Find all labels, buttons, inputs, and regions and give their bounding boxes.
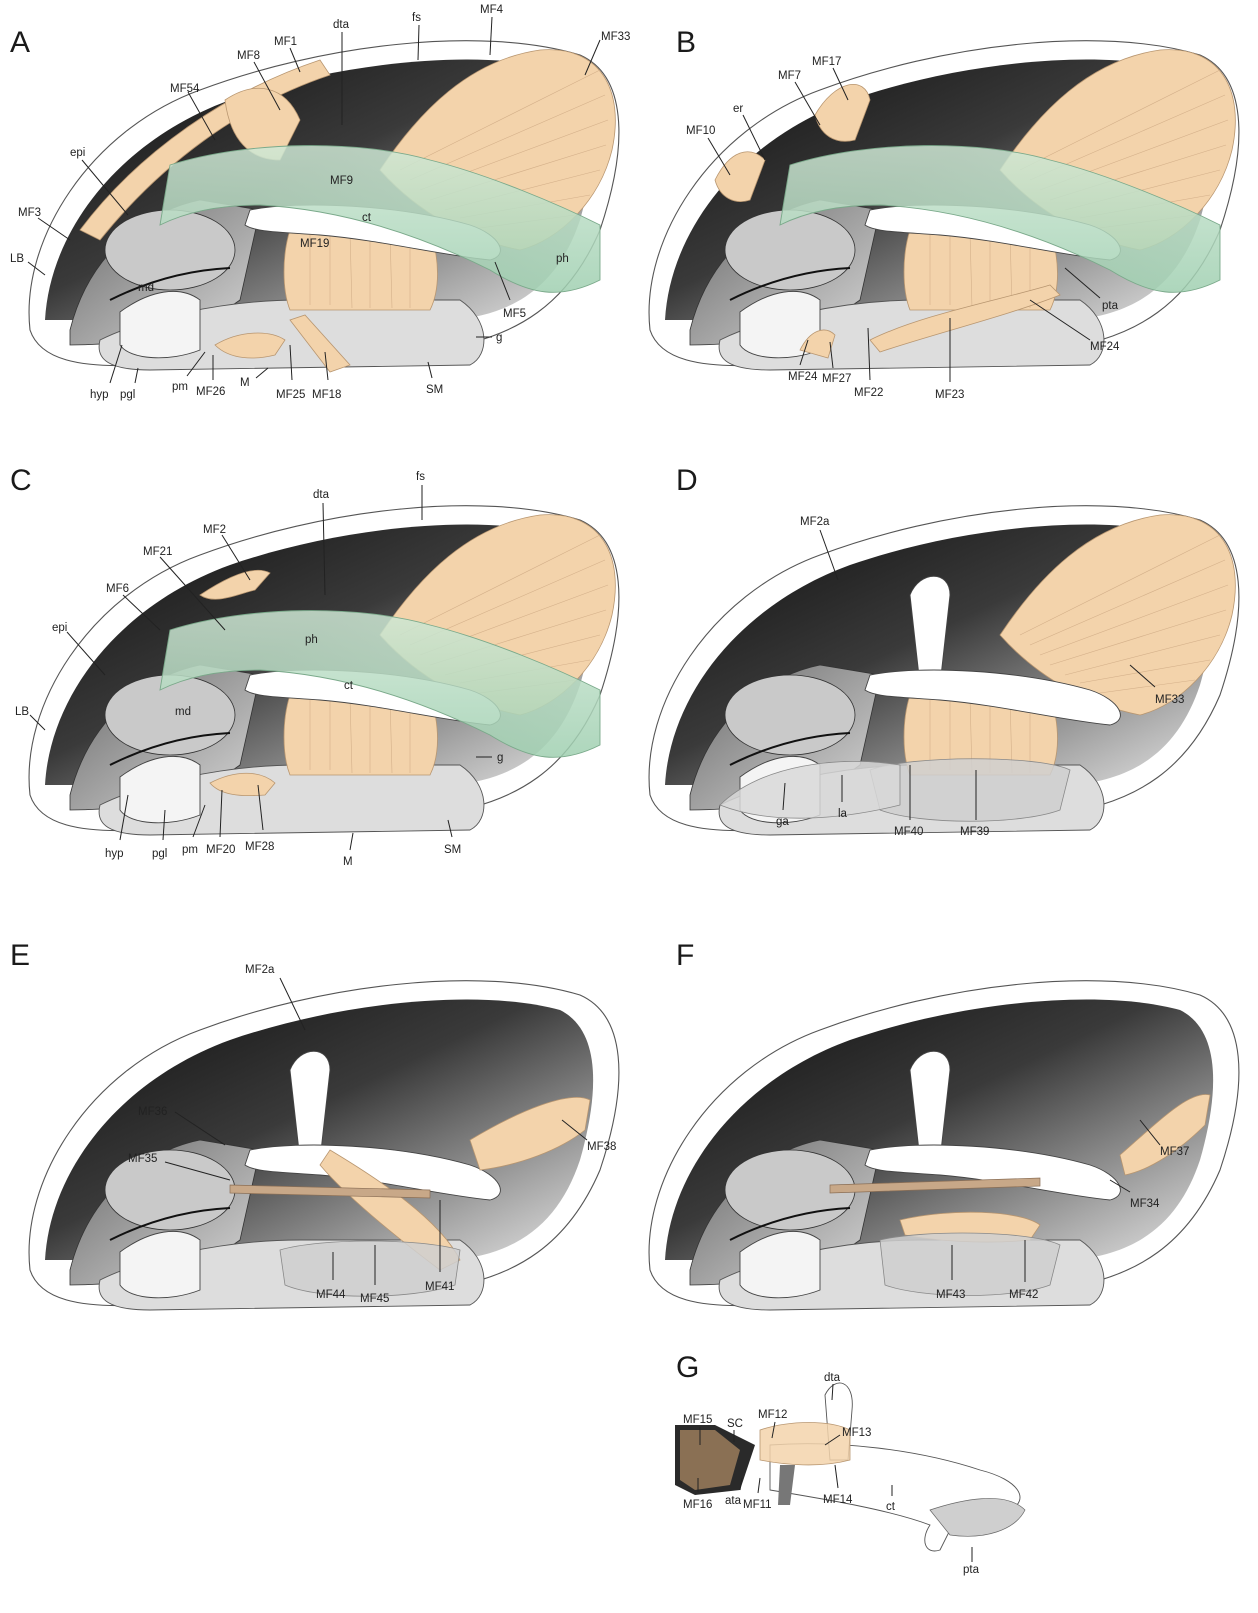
label-e-mf2a: MF2a xyxy=(245,964,275,976)
label-b-er: er xyxy=(733,103,743,115)
panel-letter-f: F xyxy=(676,939,694,972)
label-g-dta: dta xyxy=(824,1372,841,1384)
label-d-mf39: MF39 xyxy=(960,826,989,838)
label-b-mf27: MF27 xyxy=(822,373,851,385)
label-a-mf25: MF25 xyxy=(276,389,305,401)
label-d-mf33: MF33 xyxy=(1155,694,1184,706)
label-a-mf8: MF8 xyxy=(237,50,260,62)
label-c-dta: dta xyxy=(313,489,330,501)
label-a-mf1: MF1 xyxy=(274,36,297,48)
label-c-mf21: MF21 xyxy=(143,546,172,558)
label-a-m: M xyxy=(240,377,250,389)
label-c-pgl: pgl xyxy=(152,848,167,860)
label-c-ct: ct xyxy=(344,680,354,692)
label-a-pm: pm xyxy=(172,381,188,393)
label-c-sm: SM xyxy=(444,844,461,856)
label-a-epi: epi xyxy=(70,147,85,159)
label-g-mf11: MF11 xyxy=(743,1499,772,1511)
label-e-mf41: MF41 xyxy=(425,1281,454,1293)
label-a-mf54: MF54 xyxy=(170,83,200,95)
label-c-g: g xyxy=(497,752,503,764)
label-g-mf13: MF13 xyxy=(842,1427,871,1439)
label-d-la: la xyxy=(838,808,848,820)
label-c-mf2: MF2 xyxy=(203,524,226,536)
panel-c: C dta fs MF2 MF21 MF6 epi ph ct LB md xyxy=(10,464,619,868)
label-g-mf15: MF15 xyxy=(683,1414,712,1426)
panel-letter-e: E xyxy=(10,939,30,972)
label-a-ct: ct xyxy=(362,212,372,224)
label-c-epi: epi xyxy=(52,622,67,634)
panel-b: B MF17 MF7 er MF10 pta MF24 MF24 MF27 xyxy=(649,26,1239,401)
label-e-mf38: MF38 xyxy=(587,1141,616,1153)
label-d-ga: ga xyxy=(776,816,789,828)
label-b-pta: pta xyxy=(1102,300,1119,312)
label-a-md: md xyxy=(138,282,154,294)
label-c-pm: pm xyxy=(182,844,198,856)
label-c-md: md xyxy=(175,706,191,718)
label-c-ph: ph xyxy=(305,634,318,646)
label-a-fs: fs xyxy=(412,12,421,24)
label-e-mf35: MF35 xyxy=(128,1153,157,1165)
label-a-mf33: MF33 xyxy=(601,31,630,43)
label-c-mf20: MF20 xyxy=(206,844,235,856)
label-a-mf26: MF26 xyxy=(196,386,225,398)
label-a-mf9: MF9 xyxy=(330,175,353,187)
label-c-lb: LB xyxy=(15,706,29,718)
label-b-mf22: MF22 xyxy=(854,387,883,399)
label-c-hyp: hyp xyxy=(105,848,124,860)
label-g-pta: pta xyxy=(963,1564,980,1576)
label-c-m: M xyxy=(343,856,353,868)
label-a-ph: ph xyxy=(556,253,569,265)
label-g-mf14: MF14 xyxy=(823,1494,853,1506)
label-a-mf3: MF3 xyxy=(18,207,41,219)
panel-letter-c: C xyxy=(10,464,32,497)
label-a-dta: dta xyxy=(333,19,350,31)
label-g-ct: ct xyxy=(886,1501,896,1513)
label-c-mf28: MF28 xyxy=(245,841,274,853)
label-g-mf12: MF12 xyxy=(758,1409,787,1421)
label-a-mf4: MF4 xyxy=(480,4,504,16)
label-a-pgl: pgl xyxy=(120,389,135,401)
label-g-mf16: MF16 xyxy=(683,1499,712,1511)
label-a-mf18: MF18 xyxy=(312,389,341,401)
panel-letter-b: B xyxy=(676,26,696,59)
label-f-mf37: MF37 xyxy=(1160,1146,1189,1158)
label-d-mf2a: MF2a xyxy=(800,516,830,528)
panel-letter-a: A xyxy=(10,26,30,59)
label-g-ata: ata xyxy=(725,1495,742,1507)
panel-letter-g: G xyxy=(676,1351,699,1384)
label-e-mf44: MF44 xyxy=(316,1289,346,1301)
panel-e: E MF2a MF36 MF35 MF38 MF44 MF45 MF41 xyxy=(10,939,619,1310)
label-a-lb: LB xyxy=(10,253,24,265)
label-b-mf7: MF7 xyxy=(778,70,801,82)
label-d-mf40: MF40 xyxy=(894,826,923,838)
label-b-mf24-2: MF24 xyxy=(788,371,818,383)
panel-f: F MF37 MF34 MF43 MF42 xyxy=(649,939,1239,1310)
label-a-g: g xyxy=(496,332,502,344)
label-c-fs: fs xyxy=(416,471,425,483)
label-g-sc: SC xyxy=(727,1418,743,1430)
panel-g: G dta MF15 SC MF12 MF13 MF16 ata MF11 xyxy=(675,1351,1025,1576)
label-a-mf5: MF5 xyxy=(503,308,526,320)
label-b-mf17: MF17 xyxy=(812,56,841,68)
label-e-mf36: MF36 xyxy=(138,1106,167,1118)
label-a-hyp: hyp xyxy=(90,389,109,401)
label-a-sm: SM xyxy=(426,384,443,396)
label-b-mf24: MF24 xyxy=(1090,341,1120,353)
label-b-mf10: MF10 xyxy=(686,125,715,137)
label-a-mf19: MF19 xyxy=(300,238,329,250)
panel-a: A dta fs MF4 MF33 MF1 MF8 MF54 epi MF9 xyxy=(10,4,630,401)
label-f-mf43: MF43 xyxy=(936,1289,965,1301)
label-f-mf42: MF42 xyxy=(1009,1289,1038,1301)
label-f-mf34: MF34 xyxy=(1130,1198,1160,1210)
panel-d: D MF2a MF33 ga la MF40 MF39 xyxy=(649,464,1239,838)
panel-letter-d: D xyxy=(676,464,698,497)
label-c-mf6: MF6 xyxy=(106,583,129,595)
label-e-mf45: MF45 xyxy=(360,1293,389,1305)
label-b-mf23: MF23 xyxy=(935,389,964,401)
